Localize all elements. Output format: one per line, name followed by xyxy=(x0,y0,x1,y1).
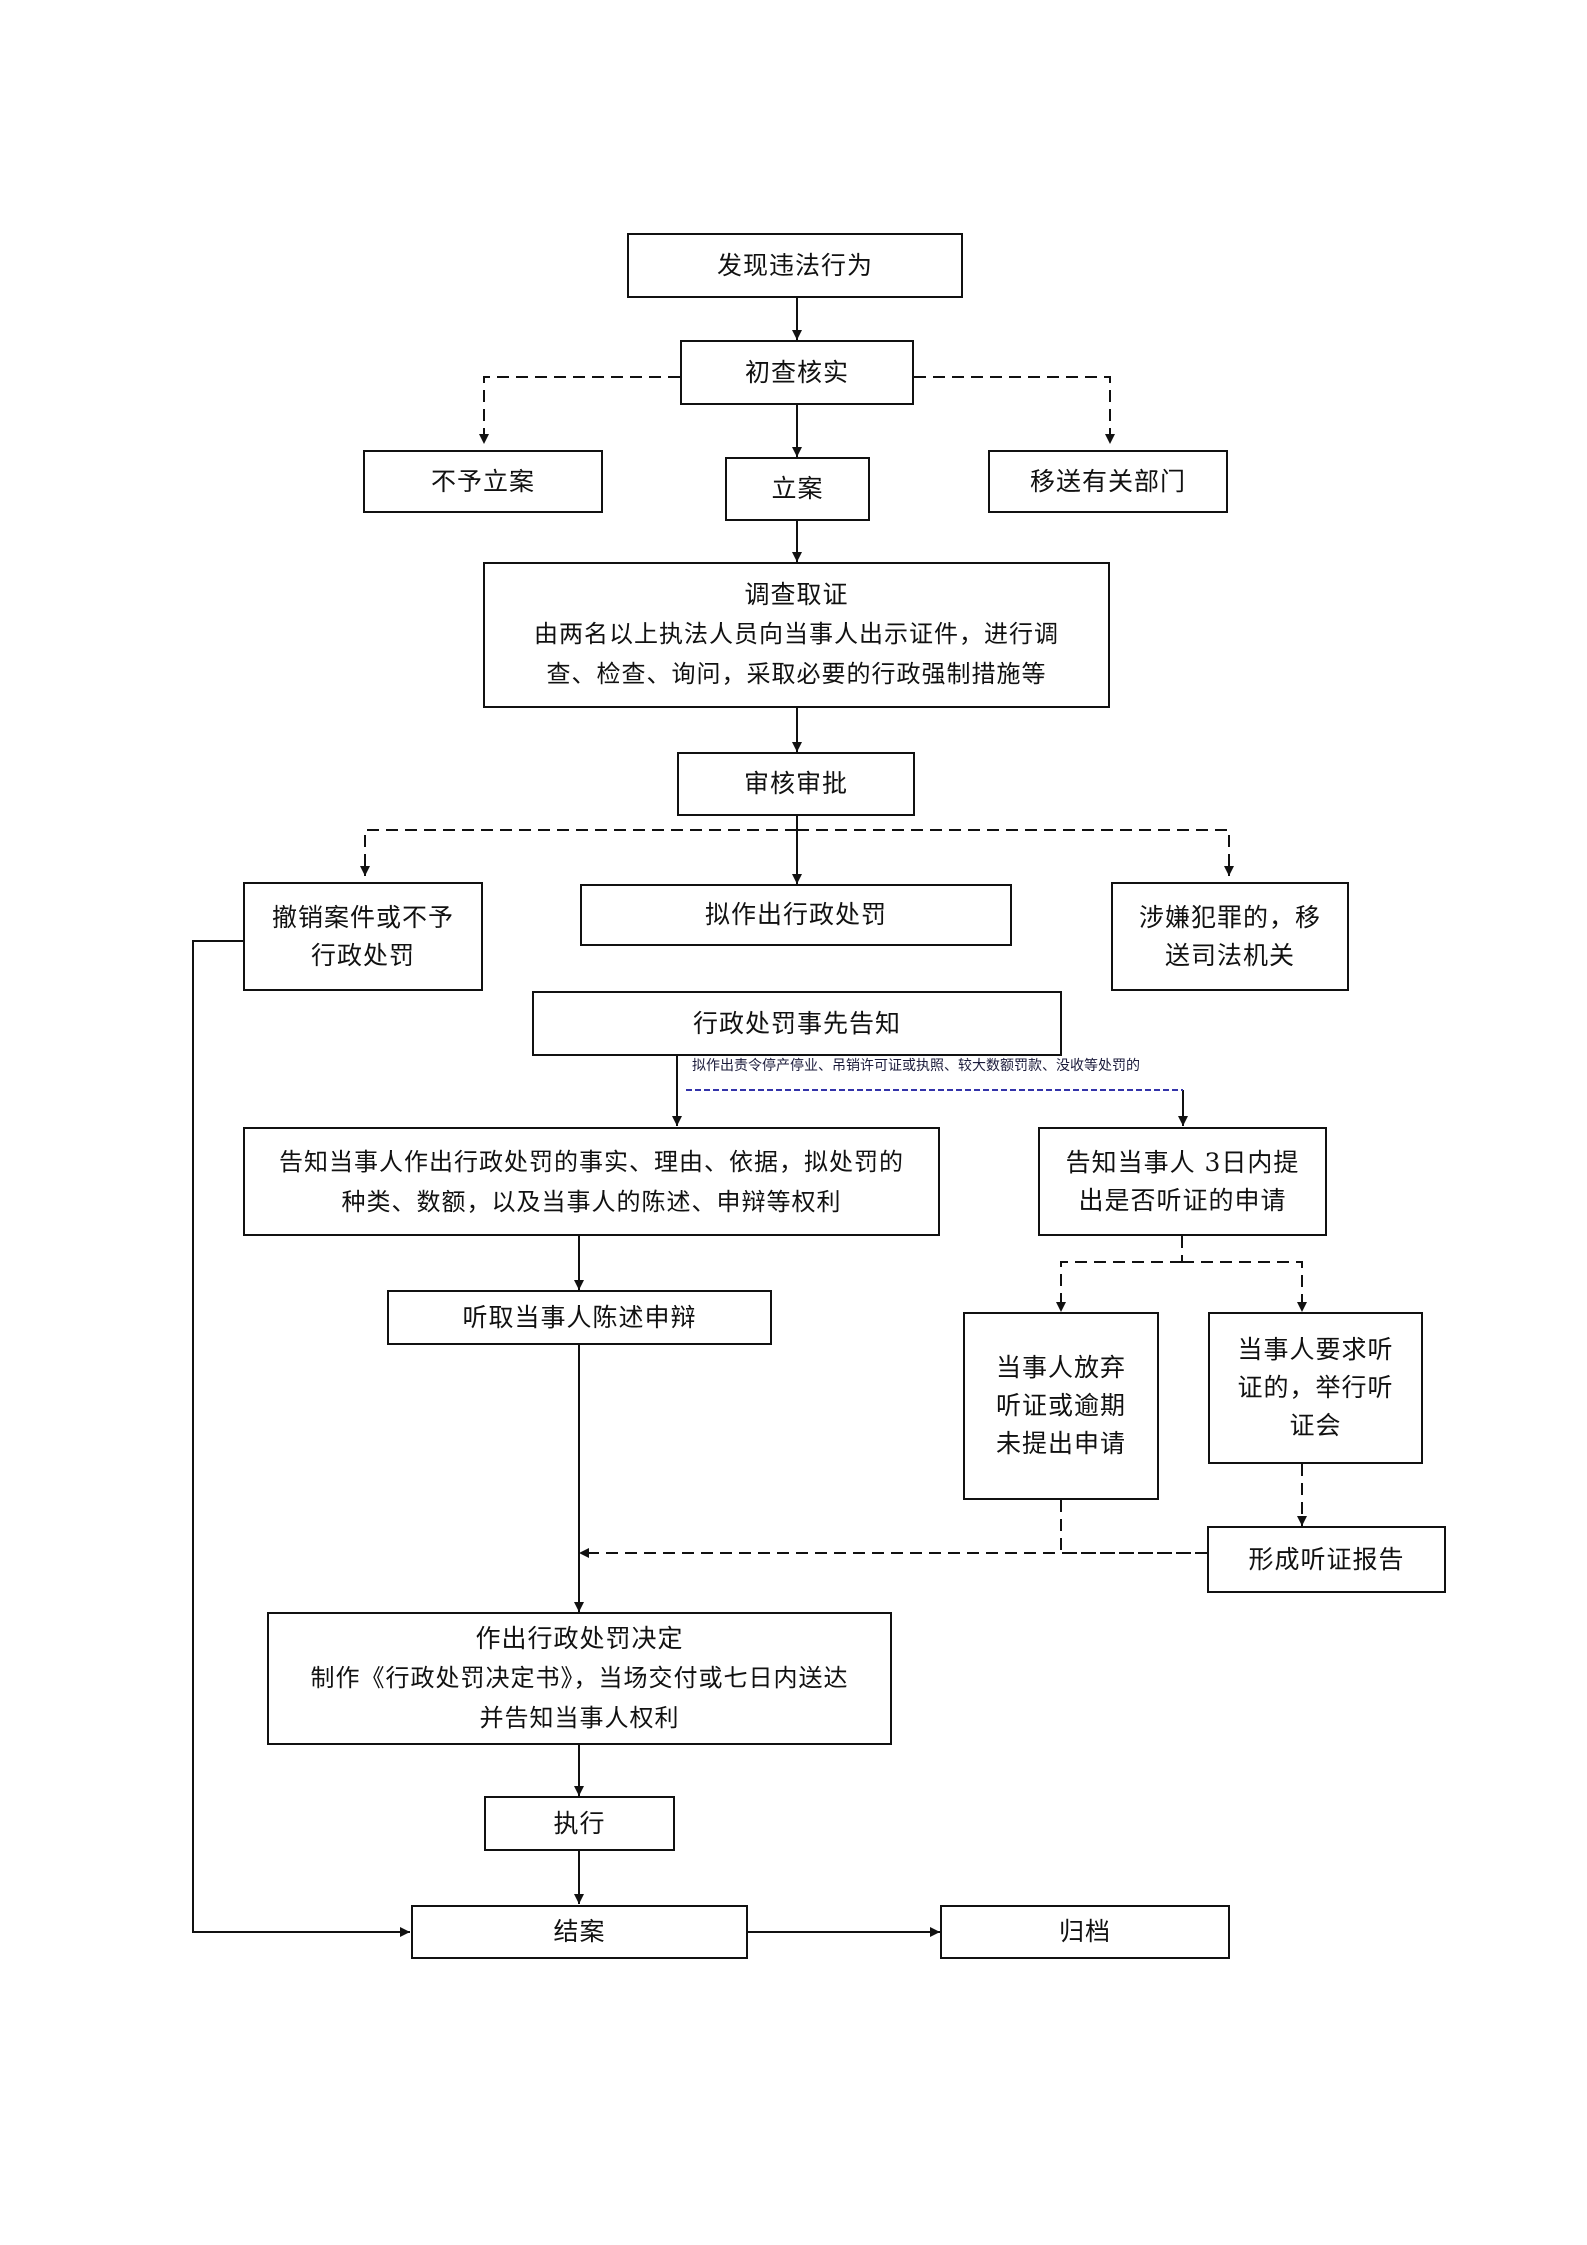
arrow-revoke-to-close xyxy=(192,940,410,1937)
hearing-report-node: 形成听证报告 xyxy=(1207,1526,1446,1593)
intend-penalty-node: 拟作出行政处罚 xyxy=(580,884,1012,946)
notify-hearing-node: 告知当事人 3日内提 出是否听证的申请 xyxy=(1038,1127,1327,1236)
transfer-department-node: 移送有关部门 xyxy=(988,450,1228,513)
dashed-arrow-to-revoke xyxy=(360,829,797,876)
waive-hearing-node: 当事人放弃 听证或逾期 未提出申请 xyxy=(963,1312,1159,1500)
dashed-arrow-to-waive xyxy=(1056,1261,1182,1312)
archive-node: 归档 xyxy=(940,1905,1230,1959)
prior-notice-node: 行政处罚事先告知 xyxy=(532,991,1062,1056)
criminal-transfer-node: 涉嫌犯罪的，移 送司法机关 xyxy=(1111,882,1349,991)
penalty-decision-node: 作出行政处罚决定 制作《行政处罚决定书》，当场交付或七日内送达 并告知当事人权利 xyxy=(267,1612,892,1745)
listen-statement-node: 听取当事人陈述申辩 xyxy=(387,1290,772,1345)
no-case-node: 不予立案 xyxy=(363,450,603,513)
dashed-arrow-to-criminal xyxy=(797,829,1234,876)
review-approval-node: 审核审批 xyxy=(677,752,915,816)
file-case-node: 立案 xyxy=(725,457,870,521)
dashed-arrow-to-transfer xyxy=(914,376,1115,444)
close-case-node: 结案 xyxy=(411,1905,748,1959)
hearing-condition-note: 拟作出责令停产停业、吊销许可证或执照、较大数额罚款、没收等处罚的 xyxy=(692,1058,1140,1074)
dashed-arrow-to-no-case xyxy=(479,376,680,444)
revoke-case-node: 撤销案件或不予 行政处罚 xyxy=(243,882,483,991)
execute-node: 执行 xyxy=(484,1796,675,1851)
dashed-arrow-to-request xyxy=(1182,1261,1307,1312)
discover-violation-node: 发现违法行为 xyxy=(627,233,963,298)
investigate-node: 调查取证 由两名以上执法人员向当事人出示证件，进行调 查、检查、询问，采取必要的… xyxy=(483,562,1110,708)
dashed-waive-to-main xyxy=(1060,1500,1207,1554)
request-hearing-node: 当事人要求听 证的，举行听 证会 xyxy=(1208,1312,1423,1464)
preliminary-check-node: 初查核实 xyxy=(680,340,914,405)
notify-facts-node: 告知当事人作出行政处罚的事实、理由、依据，拟处罚的 种类、数额，以及当事人的陈述… xyxy=(243,1127,940,1236)
